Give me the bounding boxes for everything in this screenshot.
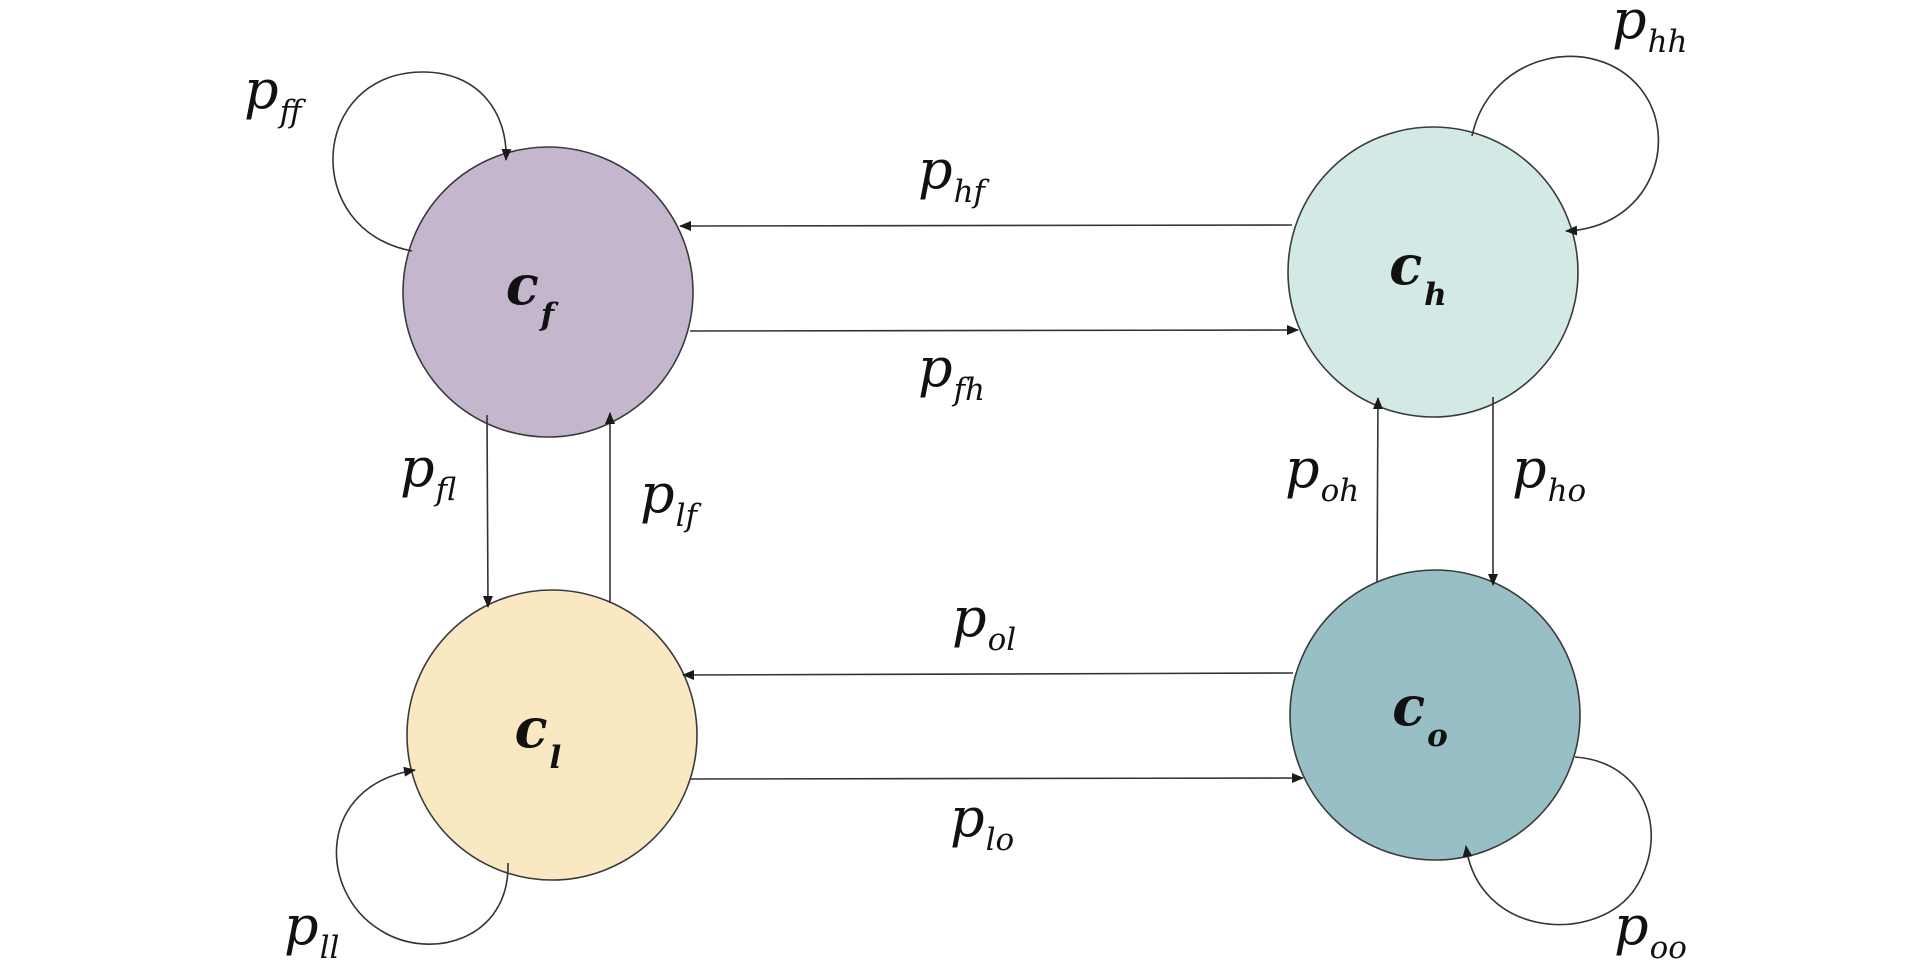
node-label-co: co	[1392, 674, 1448, 753]
self-loop-oo	[1462, 756, 1653, 926]
edge-label-ll: pll	[284, 894, 339, 966]
self-loop-ff	[332, 71, 512, 252]
node-circle-co	[1289, 569, 1581, 861]
node-label-cf: cf	[506, 253, 559, 332]
edge-label-hf: phf	[918, 138, 991, 210]
edge-label-fh: pfh	[918, 336, 985, 408]
edge-oh	[1372, 397, 1383, 583]
node-circle-cf	[402, 146, 694, 438]
edge-label-oh: poh	[1285, 437, 1359, 509]
edge-label-ff: pff	[244, 58, 307, 130]
edge-label-ho: pho	[1512, 437, 1586, 509]
node-cf: cf	[402, 146, 694, 438]
node-label-cl: cl	[515, 696, 562, 775]
edge-label-ol: pol	[952, 586, 1016, 658]
edge-label-oo: poo	[1614, 894, 1687, 966]
edge-fh	[689, 325, 1299, 336]
edge-lo	[689, 773, 1304, 784]
node-circle-cl	[406, 589, 698, 881]
self-loop-ll	[335, 766, 509, 945]
edge-hf	[679, 220, 1293, 231]
edge-label-fl: pfl	[400, 436, 456, 508]
node-circle-ch	[1287, 126, 1579, 418]
node-ch: ch	[1287, 126, 1579, 418]
node-co: co	[1289, 569, 1581, 861]
edge-label-hh: phh	[1612, 0, 1688, 60]
node-cl: cl	[406, 589, 698, 881]
edge-ol	[682, 669, 1294, 680]
edge-label-lo: plo	[950, 786, 1014, 858]
node-label-ch: ch	[1389, 233, 1446, 312]
edge-label-lf: plf	[640, 462, 702, 534]
edge-fl	[482, 414, 493, 608]
self-loop-hh	[1471, 55, 1660, 236]
